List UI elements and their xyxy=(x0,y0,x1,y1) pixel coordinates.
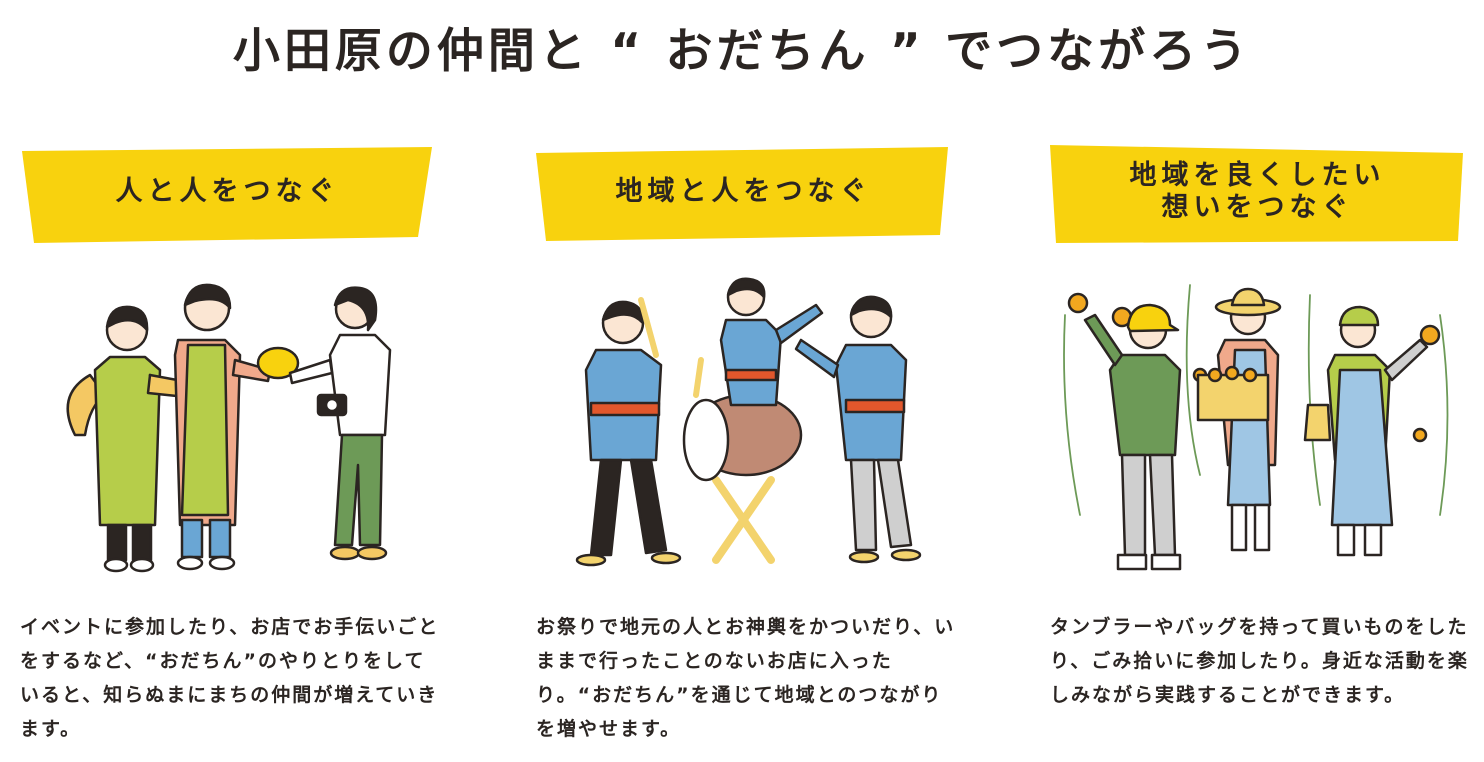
taiko-drum-icon xyxy=(682,393,803,564)
person-camera-icon xyxy=(288,286,392,561)
festival-drum-illustration xyxy=(575,277,922,567)
person-dancer-middle-icon xyxy=(719,277,824,407)
banner-connect-hopes: 地域を良くしたい 想いをつなぐ xyxy=(1050,145,1465,245)
banner-people-to-people: 人と人をつなぐ xyxy=(20,145,435,245)
description-text: お祭りで地元の人とお神輿をかついだり、いままで行ったことのないお店に入ったり。“… xyxy=(536,616,956,740)
orange-harvest-illustration xyxy=(1063,284,1449,571)
feature-people-to-people: 人と人をつなぐ xyxy=(20,0,440,762)
feature-region-to-people: 地域と人をつなぐ xyxy=(536,0,956,762)
description-text: タンブラーやバッグを持って買いものをしたり、ごみ拾いに参加したり。身近な活動を楽… xyxy=(1050,616,1469,706)
banner-region-to-people: 地域と人をつなぐ xyxy=(536,145,951,245)
person-apron-middle-icon xyxy=(173,283,300,571)
banner-label: 地域と人をつなぐ xyxy=(615,176,872,207)
banner-shape xyxy=(536,147,948,241)
orange-fruit-icon xyxy=(1067,292,1441,443)
banner-shape xyxy=(1050,145,1463,243)
page-title: 小田原の仲間と “ おだちん ” でつながろう xyxy=(232,24,1252,79)
people-exchange-illustration xyxy=(66,283,392,573)
orange-tree-icon xyxy=(1063,284,1449,516)
person-woman-box-icon xyxy=(1196,287,1282,552)
person-drummer-left-icon xyxy=(575,297,704,567)
person-dancer-right-icon xyxy=(794,295,922,564)
banner-shape xyxy=(22,147,432,243)
feature-connect-hopes: 地域を良くしたい 想いをつなぐ xyxy=(1050,0,1470,762)
banner-label-line-2: 想いをつなぐ xyxy=(1161,192,1354,223)
person-woman-bag-icon xyxy=(1303,305,1429,557)
banner-label-line-1: 地域を良くしたい xyxy=(1129,160,1386,191)
banner-label: 人と人をつなぐ xyxy=(115,176,340,207)
description-text: イベントに参加したり、お店でお手伝いごとをするなど、“おだちん”のやりとりをして… xyxy=(20,616,440,740)
person-harvester-left-icon xyxy=(1083,303,1182,571)
